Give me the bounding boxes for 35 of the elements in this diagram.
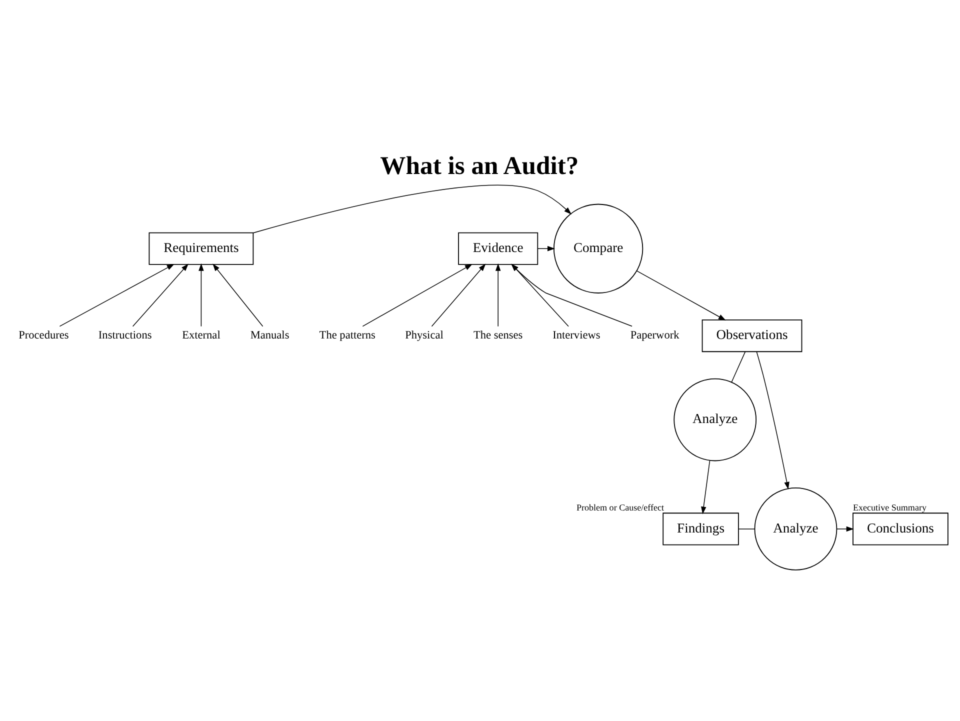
node-box: Evidence xyxy=(458,232,538,265)
node-text: Interviews xyxy=(552,329,600,342)
node-text: Paperwork xyxy=(630,329,680,342)
node-box: Observations xyxy=(702,320,802,352)
arrow xyxy=(132,264,189,327)
node-box: Findings xyxy=(662,512,739,546)
arrow xyxy=(253,184,572,234)
arrow xyxy=(537,246,556,252)
node-circle: Analyze xyxy=(754,488,838,570)
arrow xyxy=(756,351,790,490)
node-text: Instructions xyxy=(98,329,152,342)
arrow xyxy=(59,264,174,327)
arrow xyxy=(495,263,501,327)
node-circle: Analyze xyxy=(674,378,757,462)
node-box: Conclusions xyxy=(852,512,948,546)
node-label: Executive Summary xyxy=(852,502,926,513)
node-text: The senses xyxy=(473,329,523,342)
arrow xyxy=(431,264,486,327)
arrow xyxy=(701,460,710,514)
node-circle: Compare xyxy=(553,204,644,294)
node-text: The patterns xyxy=(319,329,376,342)
connector xyxy=(738,528,756,530)
node-box: Requirements xyxy=(148,232,254,265)
arrow xyxy=(212,264,264,327)
diagram-title: What is an Audit? xyxy=(380,150,579,180)
node-text: Procedures xyxy=(18,329,69,342)
node-text: External xyxy=(182,329,220,342)
node-text: Manuals xyxy=(250,329,290,342)
arrow xyxy=(362,264,472,327)
connector xyxy=(731,351,746,382)
arrow xyxy=(198,263,204,327)
node-label: Problem or Cause/effect xyxy=(576,502,664,513)
arrow xyxy=(836,526,854,532)
arrow xyxy=(636,270,726,321)
node-text: Physical xyxy=(405,329,444,342)
